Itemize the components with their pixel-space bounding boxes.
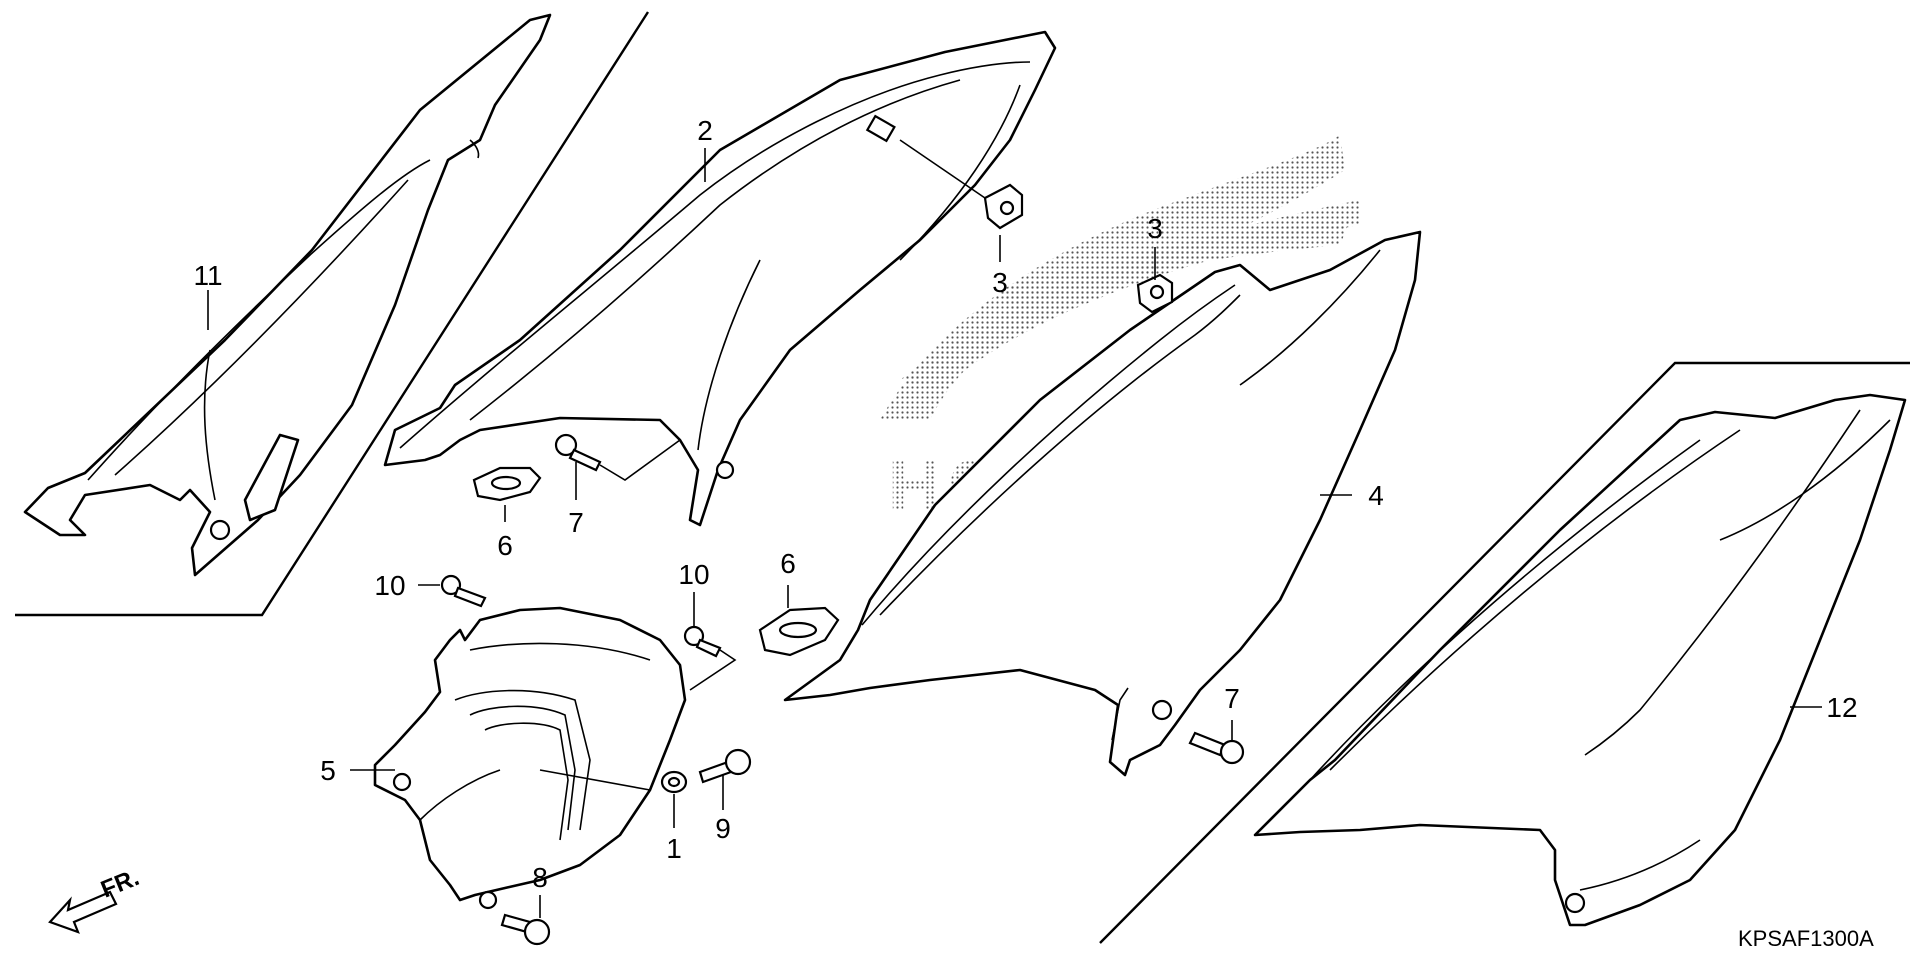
callout-6-right: 6	[780, 548, 796, 579]
callout-5: 5	[320, 755, 336, 786]
callout-11: 11	[193, 260, 222, 291]
part-2-inner-cover	[383, 30, 1057, 527]
bolt-7-left	[554, 433, 602, 472]
part-11-side-cover	[23, 13, 552, 577]
washer-1	[660, 770, 688, 794]
front-indicator-label: FR.	[97, 864, 143, 904]
bolt-9	[698, 748, 752, 784]
callout-1: 1	[666, 833, 682, 864]
part-5-airbox-cover	[373, 606, 687, 910]
screw-10-left	[440, 574, 487, 608]
callout-8: 8	[532, 862, 548, 893]
grommet-3-upper	[983, 183, 1024, 230]
callout-10-left: 10	[374, 570, 405, 601]
grommet-6-right	[758, 606, 840, 657]
frame-lines	[15, 11, 1910, 944]
callout-2: 2	[697, 115, 713, 146]
callout-3-lower: 3	[1147, 213, 1163, 244]
grommet-6-left	[472, 466, 542, 502]
callout-9: 9	[715, 813, 731, 844]
callout-10-right: 10	[678, 559, 709, 590]
callout-7-left: 7	[568, 507, 584, 538]
front-indicator: FR.	[48, 864, 143, 934]
grommet-3-lower	[1136, 273, 1174, 314]
bolt-8	[500, 913, 551, 946]
callout-4: 4	[1368, 480, 1384, 511]
leader-lines	[207, 139, 1822, 918]
hardware	[440, 183, 1245, 946]
part-12-side-cover	[1253, 393, 1907, 927]
callout-6-left: 6	[497, 530, 513, 561]
bolt-7-right	[1188, 731, 1245, 765]
callout-12: 12	[1826, 692, 1857, 723]
callout-3-upper: 3	[992, 267, 1008, 298]
figure-code: KPSAF1300A	[1738, 926, 1874, 951]
callouts: 11 2 3 3 4 6 7 6 7 10 10 5 1 9 8 12	[193, 115, 1857, 893]
screw-10-right	[683, 625, 722, 658]
callout-7-right: 7	[1224, 683, 1240, 714]
part-4-side-cover	[783, 230, 1422, 777]
